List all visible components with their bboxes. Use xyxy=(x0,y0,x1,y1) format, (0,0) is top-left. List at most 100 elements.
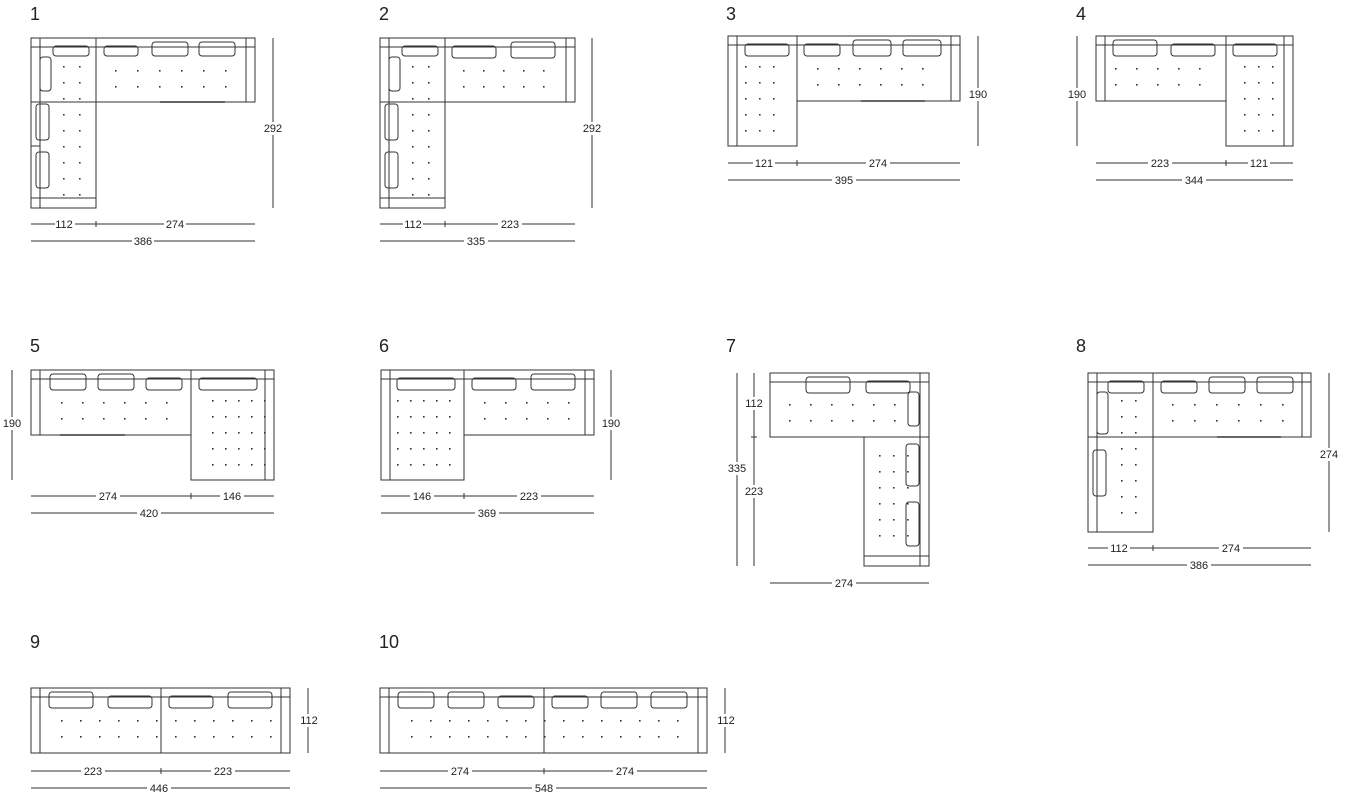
stitch-dot xyxy=(436,416,438,418)
dimension-label: 386 xyxy=(134,236,152,248)
stitch-dot xyxy=(893,471,895,473)
stitch-dot xyxy=(124,418,126,420)
stitch-dot xyxy=(428,178,430,180)
stitch-dot xyxy=(789,404,791,406)
stitch-dot xyxy=(397,432,399,434)
sofa-diagram-3: 121 274 395 190 xyxy=(727,35,990,187)
stitch-dot xyxy=(759,66,761,68)
dimension-label: 548 xyxy=(535,783,553,794)
stitch-dot xyxy=(483,86,485,88)
stitch-dot xyxy=(483,70,485,72)
stitch-dot xyxy=(1157,84,1159,86)
stitch-dot xyxy=(225,416,227,418)
stitch-dot xyxy=(212,432,214,434)
cushion xyxy=(49,373,87,391)
stitch-dot xyxy=(1115,68,1117,70)
stitch-dot xyxy=(1272,66,1274,68)
cushion xyxy=(52,45,90,57)
stitch-dot xyxy=(232,720,234,722)
stitch-dot xyxy=(428,146,430,148)
stitch-dot xyxy=(1135,496,1137,498)
stitch-dot xyxy=(506,720,508,722)
stitch-dot xyxy=(543,70,545,72)
stitch-dot xyxy=(817,84,819,86)
stitch-dot xyxy=(759,98,761,100)
stitch-dot xyxy=(1121,400,1123,402)
cushion xyxy=(907,391,920,427)
stitch-dot xyxy=(1135,448,1137,450)
stitch-dot xyxy=(225,70,227,72)
stitch-dot xyxy=(412,98,414,100)
dimension-label: 274 xyxy=(616,766,634,778)
stitch-dot xyxy=(1121,464,1123,466)
stitch-dot xyxy=(99,736,101,738)
dimension-label: 190 xyxy=(3,418,21,430)
cushion xyxy=(902,39,942,57)
stitch-dot xyxy=(449,416,451,418)
stitch-dot xyxy=(410,416,412,418)
stitch-dot xyxy=(852,404,854,406)
stitch-dot xyxy=(745,130,747,132)
stitch-dot xyxy=(79,178,81,180)
stitch-dot xyxy=(1121,496,1123,498)
stitch-dot xyxy=(80,736,82,738)
diagram-9-number: 9 xyxy=(30,632,41,652)
stitch-dot xyxy=(907,535,909,537)
dimension-label: 112 xyxy=(55,219,73,231)
armrest xyxy=(565,37,576,103)
sofa-outline xyxy=(796,35,961,102)
stitch-dot xyxy=(894,420,896,422)
stitch-dot xyxy=(264,464,266,466)
stitch-dot xyxy=(1272,114,1274,116)
stitch-dot xyxy=(82,418,84,420)
sofa-outline xyxy=(379,37,446,209)
stitch-dot xyxy=(63,194,65,196)
dimension-label: 190 xyxy=(1068,89,1086,101)
dimension-label: 112 xyxy=(404,219,422,231)
stitch-dot xyxy=(436,400,438,402)
stitch-dot xyxy=(423,464,425,466)
stitch-dot xyxy=(412,162,414,164)
cushion xyxy=(401,45,439,57)
diagram-6-number: 6 xyxy=(379,336,390,356)
stitch-dot xyxy=(194,736,196,738)
dimension-label: 190 xyxy=(969,89,987,101)
stitch-dot xyxy=(225,464,227,466)
stitch-dot xyxy=(63,66,65,68)
cushion xyxy=(1256,376,1294,394)
stitch-dot xyxy=(203,70,205,72)
stitch-dot xyxy=(412,194,414,196)
stitch-dot xyxy=(1216,404,1218,406)
stitch-dot xyxy=(601,720,603,722)
cushion xyxy=(600,691,638,709)
stitch-dot xyxy=(523,86,525,88)
stitch-dot xyxy=(61,418,63,420)
stitch-dot xyxy=(879,471,881,473)
dimension-label: 274 xyxy=(99,491,117,503)
stitch-dot xyxy=(103,402,105,404)
stitch-dot xyxy=(1258,66,1260,68)
stitch-dot xyxy=(893,487,895,489)
stitch-dot xyxy=(397,464,399,466)
stitch-dot xyxy=(449,400,451,402)
dimension-label: 112 xyxy=(717,715,735,727)
stitch-dot xyxy=(212,448,214,450)
cushion xyxy=(48,691,94,709)
stitch-dot xyxy=(63,162,65,164)
cushion xyxy=(35,103,50,141)
stitch-dot xyxy=(225,448,227,450)
armrest xyxy=(950,35,961,102)
stitch-dot xyxy=(1121,432,1123,434)
stitch-dot xyxy=(582,720,584,722)
dimension-label: 274 xyxy=(1320,449,1338,461)
stitch-dot xyxy=(817,68,819,70)
stitch-dot xyxy=(137,70,139,72)
stitch-dot xyxy=(412,82,414,84)
sofa-module xyxy=(30,687,162,754)
armrest xyxy=(30,197,97,209)
stitch-dot xyxy=(225,432,227,434)
stitch-dot xyxy=(63,98,65,100)
stitch-dot xyxy=(428,114,430,116)
stitch-dot xyxy=(430,736,432,738)
